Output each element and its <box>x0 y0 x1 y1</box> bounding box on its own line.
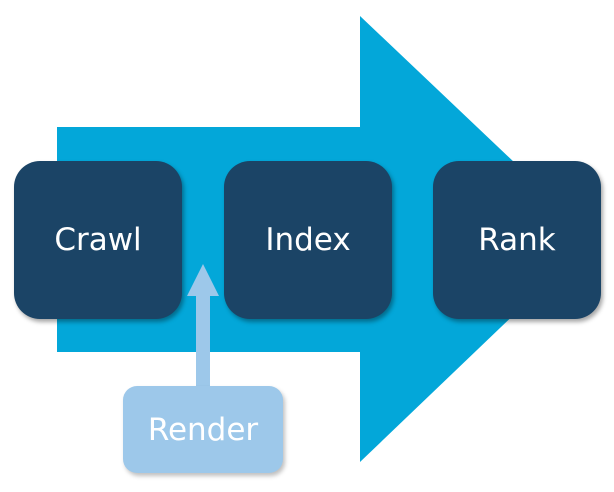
stage-rank: Rank <box>433 161 601 319</box>
render-up-arrow <box>187 264 219 386</box>
render-box: Render <box>123 386 283 473</box>
render-label: Render <box>147 411 259 448</box>
stage-index: Index <box>224 161 392 319</box>
stage-rank-label: Rank <box>478 222 556 258</box>
stage-index-label: Index <box>265 222 351 258</box>
stage-crawl: Crawl <box>14 161 182 319</box>
stage-crawl-label: Crawl <box>54 222 142 258</box>
